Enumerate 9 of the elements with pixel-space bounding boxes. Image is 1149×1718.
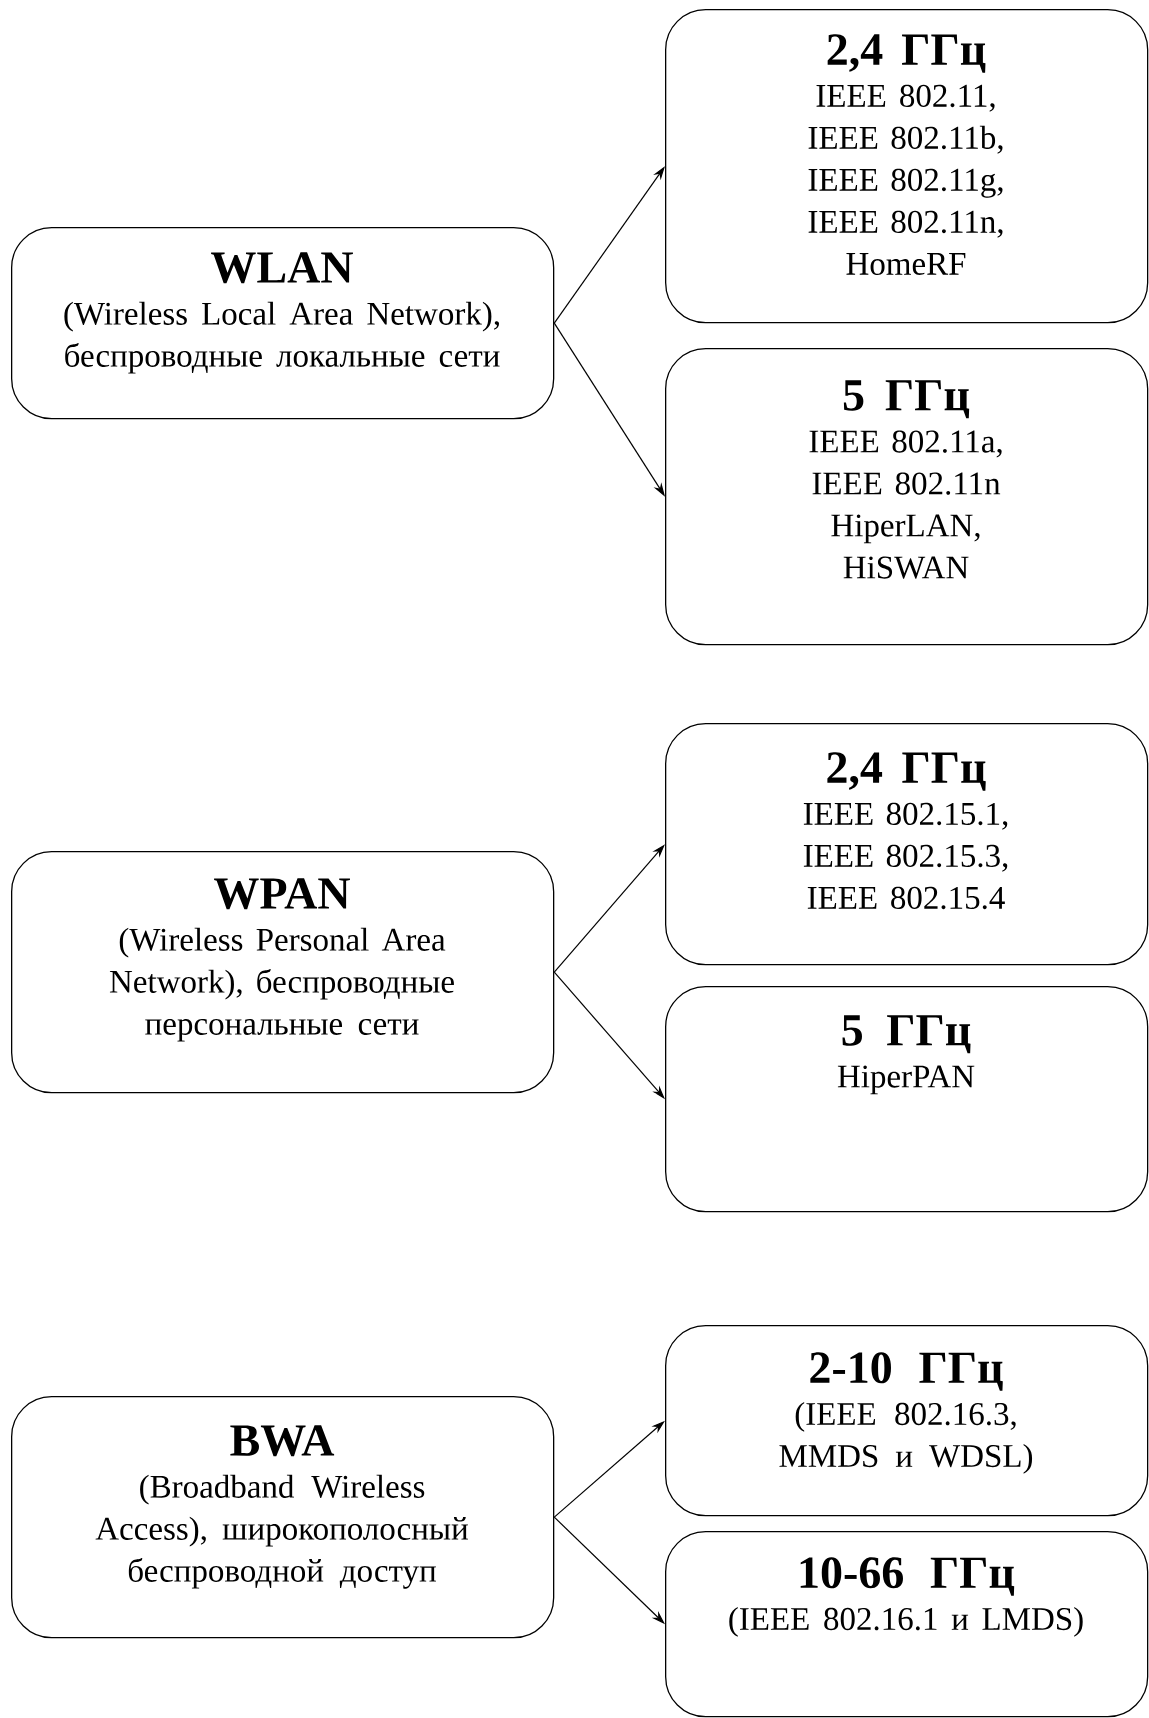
rounded-box: 5 ГГц HiperPAN <box>665 986 1149 1213</box>
rounded-box: 2-10 ГГц (IEEE 802.16.3, MMDS и WDSL) <box>665 1325 1149 1517</box>
rounded-box: 2,4 ГГц IEEE 802.11, IEEE 802.11b, IEEE 802.11g, IEEE 802.11n, HomeRF <box>665 9 1149 324</box>
rounded-box: WLAN (Wireless Local Area Network), беспроводные локальные сети <box>11 227 555 420</box>
rounded-box: 5 ГГц IEEE 802.11a, IEEE 802.11n HiperLAN, HiSWAN <box>665 348 1149 646</box>
rounded-box: BWA (Broadband Wireless Access), широкополосный беспроводной доступ <box>11 1396 555 1639</box>
rounded-box: 10-66 ГГц (IEEE 802.16.1 и LMDS) <box>665 1531 1149 1718</box>
rounded-box: 2,4 ГГц IEEE 802.15.1, IEEE 802.15.3, IEEE 802.15.4 <box>665 723 1149 966</box>
rounded-box: WPAN (Wireless Personal Area Network), беспроводные персональные сети <box>11 851 555 1094</box>
